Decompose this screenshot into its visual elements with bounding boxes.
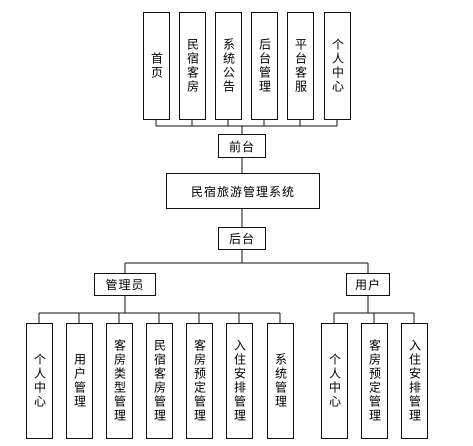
frontend-module-box: 系统公告 xyxy=(215,12,242,120)
admin-module-box: 用户管理 xyxy=(66,323,93,439)
frontend-label: 前台 xyxy=(228,139,255,154)
module-label: 个人中心 xyxy=(32,353,47,409)
module-label: 客房预定管理 xyxy=(367,339,382,423)
admin-node: 管理员 xyxy=(94,273,156,296)
admin-module-box: 客房预定管理 xyxy=(186,323,213,439)
frontend-module-box: 平台客服 xyxy=(287,12,314,120)
module-label: 个人中心 xyxy=(327,353,342,409)
module-label: 用户管理 xyxy=(72,353,87,409)
module-label: 系统管理 xyxy=(273,353,288,409)
user-module-box: 客房预定管理 xyxy=(361,323,388,439)
backend-node: 后台 xyxy=(218,227,266,250)
backend-label: 后台 xyxy=(228,232,255,246)
admin-module-box: 个人中心 xyxy=(26,323,53,439)
frontend-module-box: 首页 xyxy=(143,12,170,120)
admin-module-box: 系统管理 xyxy=(267,323,294,439)
user-node: 用户 xyxy=(346,273,390,296)
system-title: 民宿旅游管理系统 xyxy=(190,184,295,199)
module-label: 首页 xyxy=(149,52,164,80)
frontend-module-box: 后台管理 xyxy=(251,12,278,120)
admin-label: 管理员 xyxy=(105,278,145,292)
module-label: 民宿客房 xyxy=(185,38,200,94)
module-label: 入住安排管理 xyxy=(232,339,247,423)
module-label: 民宿客房管理 xyxy=(152,339,167,423)
module-label: 后台管理 xyxy=(257,38,272,94)
frontend-module-box: 民宿客房 xyxy=(179,12,206,120)
module-label: 客房预定管理 xyxy=(192,339,207,423)
module-label: 个人中心 xyxy=(330,38,345,94)
admin-module-box: 民宿客房管理 xyxy=(146,323,173,439)
user-module-box: 入住安排管理 xyxy=(401,323,428,439)
frontend-node: 前台 xyxy=(218,134,266,158)
admin-module-box: 客房类型管理 xyxy=(106,323,133,439)
frontend-module-box: 个人中心 xyxy=(324,12,351,120)
user-module-box: 个人中心 xyxy=(321,323,348,439)
user-label: 用户 xyxy=(354,278,381,292)
module-label: 客房类型管理 xyxy=(112,339,127,423)
system-node: 民宿旅游管理系统 xyxy=(166,173,320,209)
module-label: 平台客服 xyxy=(293,38,308,94)
module-label: 入住安排管理 xyxy=(407,339,422,423)
module-label: 系统公告 xyxy=(221,38,236,94)
admin-module-box: 入住安排管理 xyxy=(226,323,253,439)
